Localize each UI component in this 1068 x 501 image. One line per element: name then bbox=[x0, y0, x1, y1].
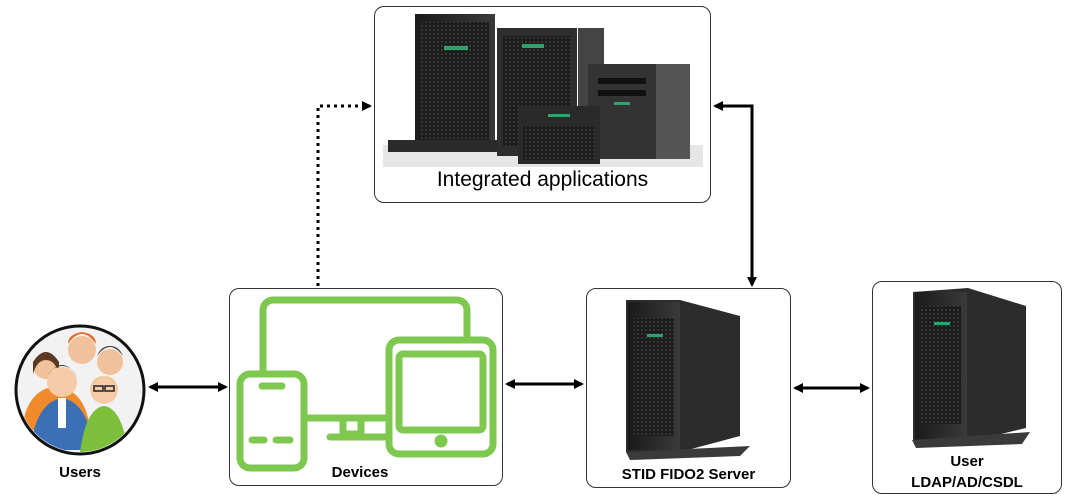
devices-icon bbox=[236, 296, 497, 472]
fido2-server-label: STID FIDO2 Server bbox=[621, 466, 756, 483]
arrow-devices-apps-dotted bbox=[316, 101, 372, 286]
users-label: Users bbox=[59, 464, 101, 481]
directory-label-line1: User bbox=[950, 453, 984, 470]
fido2-server-tower-icon bbox=[626, 300, 750, 460]
connector-arrows bbox=[148, 101, 870, 393]
arrow-server-apps bbox=[713, 101, 757, 287]
devices-label: Devices bbox=[331, 464, 389, 481]
directory-server-tower-icon bbox=[912, 288, 1030, 448]
servers-illustration bbox=[383, 14, 703, 167]
integrated-applications-label: Integrated applications bbox=[436, 168, 649, 191]
users-icon bbox=[14, 324, 146, 456]
directory-label-line2: LDAP/AD/CSDL bbox=[911, 474, 1023, 491]
